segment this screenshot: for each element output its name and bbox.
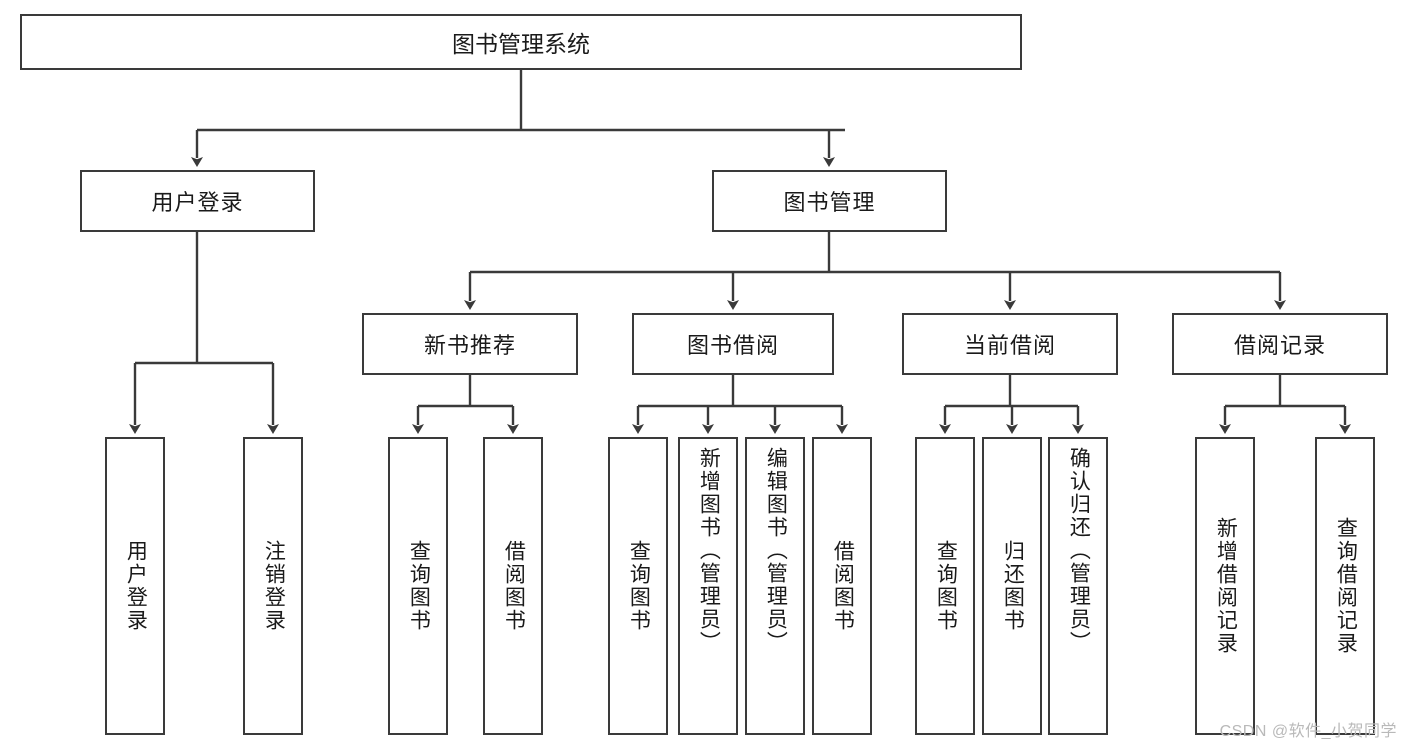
leaf-label: 借阅图书	[502, 540, 526, 632]
leaf-confirm-return-admin[interactable]: 确认归还（管理员）	[1048, 437, 1108, 735]
leaf-label: 注销登录	[262, 540, 286, 632]
node-book-borrow[interactable]: 图书借阅	[632, 313, 834, 375]
leaf-label: 编辑图书（管理员）	[764, 447, 788, 654]
leaf-borrow-book[interactable]: 借阅图书	[812, 437, 872, 735]
leaf-add-borrow-record[interactable]: 新增借阅记录	[1195, 437, 1255, 735]
node-borrow-record[interactable]: 借阅记录	[1172, 313, 1388, 375]
leaf-edit-book-admin[interactable]: 编辑图书（管理员）	[745, 437, 805, 735]
node-label: 新书推荐	[423, 333, 516, 358]
leaf-label: 借阅图书	[831, 540, 855, 632]
leaf-add-book-admin[interactable]: 新增图书（管理员）	[678, 437, 738, 735]
leaf-label: 新增借阅记录	[1214, 517, 1238, 655]
node-label: 图书借阅	[686, 333, 779, 358]
leaf-label: 查询图书	[407, 540, 431, 632]
node-label: 图书管理	[783, 190, 876, 215]
node-label: 用户登录	[151, 190, 244, 215]
node-book-management-system[interactable]: 图书管理系统	[20, 14, 1022, 70]
leaf-query-book-recommend[interactable]: 查询图书	[388, 437, 448, 735]
leaf-return-book[interactable]: 归还图书	[982, 437, 1042, 735]
node-label: 图书管理系统	[452, 31, 590, 57]
node-label: 借阅记录	[1233, 333, 1326, 358]
node-user-login[interactable]: 用户登录	[80, 170, 315, 232]
leaf-user-logout[interactable]: 注销登录	[243, 437, 303, 735]
leaf-user-login[interactable]: 用户登录	[105, 437, 165, 735]
watermark-text: CSDN @软件_小贺同学	[1219, 723, 1397, 740]
leaf-label: 归还图书	[1001, 540, 1025, 632]
leaf-label: 确认归还（管理员）	[1067, 447, 1091, 654]
leaf-label: 查询图书	[627, 540, 651, 632]
leaf-label: 用户登录	[124, 540, 148, 632]
leaf-label: 查询图书	[934, 540, 958, 632]
leaf-query-borrow-record[interactable]: 查询借阅记录	[1315, 437, 1375, 735]
leaf-label: 查询借阅记录	[1334, 517, 1358, 655]
node-book-manage[interactable]: 图书管理	[712, 170, 947, 232]
leaf-borrow-book-recommend[interactable]: 借阅图书	[483, 437, 543, 735]
leaf-label: 新增图书（管理员）	[697, 447, 721, 654]
node-new-book-recommend[interactable]: 新书推荐	[362, 313, 578, 375]
leaf-query-book-current[interactable]: 查询图书	[915, 437, 975, 735]
node-current-borrow[interactable]: 当前借阅	[902, 313, 1118, 375]
node-label: 当前借阅	[963, 333, 1056, 358]
leaf-query-book-borrow[interactable]: 查询图书	[608, 437, 668, 735]
